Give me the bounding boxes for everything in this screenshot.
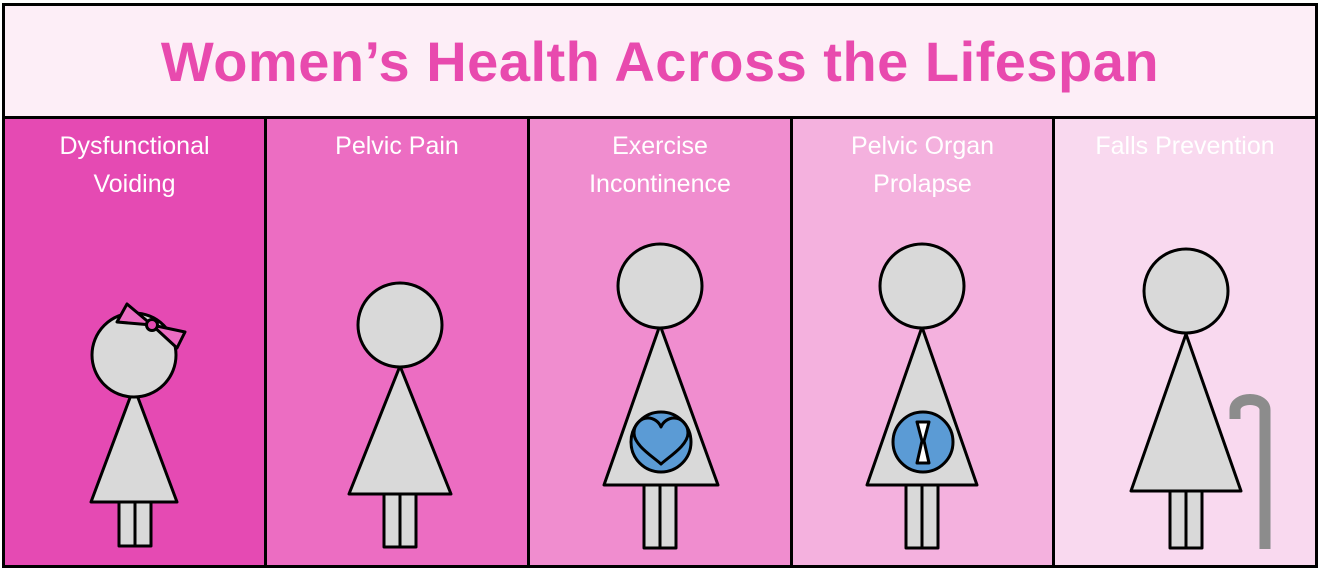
panel-label: Dysfunctional Voiding [59, 132, 210, 198]
woman-figure-illustration [602, 242, 720, 550]
heart-icon [629, 410, 693, 474]
dress [347, 364, 453, 496]
right-leg [658, 480, 678, 550]
head [1142, 247, 1230, 335]
bow-icon [115, 302, 187, 350]
panel-label: Falls Prevention [1095, 132, 1275, 160]
dress [89, 385, 179, 504]
title-bar: Women’s Health Across the Lifespan [5, 6, 1315, 119]
right-leg [398, 490, 418, 549]
panel-falls-prevention: Falls Prevention [1055, 119, 1315, 565]
head [616, 242, 704, 330]
right-leg [133, 498, 153, 548]
cane-icon [1229, 394, 1271, 549]
panel-label: Exercise Incontinence [589, 132, 731, 198]
lifespan-panels: Dysfunctional Voiding Pelvic Pain [5, 119, 1315, 565]
panel-dysfunctional-voiding: Dysfunctional Voiding [5, 119, 267, 565]
panel-pelvic-organ-prolapse: Pelvic Organ Prolapse [793, 119, 1055, 565]
head [356, 281, 444, 369]
left-leg [1168, 486, 1188, 550]
right-leg [1184, 486, 1204, 550]
woman-figure-illustration [347, 281, 453, 549]
left-leg [382, 490, 402, 549]
panel-exercise-incontinence: Exercise Incontinence [530, 119, 793, 565]
panel-label: Pelvic Organ Prolapse [850, 132, 995, 198]
head [90, 311, 178, 399]
girl-figure-illustration [89, 302, 187, 548]
panel-pelvic-pain: Pelvic Pain [267, 119, 530, 565]
woman-figure-illustration [1129, 247, 1271, 550]
infographic-frame: Women’s Health Across the Lifespan Dysfu… [2, 3, 1318, 568]
left-leg [904, 480, 924, 550]
left-leg [642, 480, 662, 550]
dress [1129, 332, 1243, 493]
left-leg [117, 498, 137, 548]
page-title: Women’s Health Across the Lifespan [160, 29, 1160, 93]
woman-figure-illustration [865, 242, 979, 550]
head [878, 242, 966, 330]
panel-label: Pelvic Pain [335, 132, 459, 160]
hourglass-icon [891, 410, 955, 474]
right-leg [920, 480, 940, 550]
